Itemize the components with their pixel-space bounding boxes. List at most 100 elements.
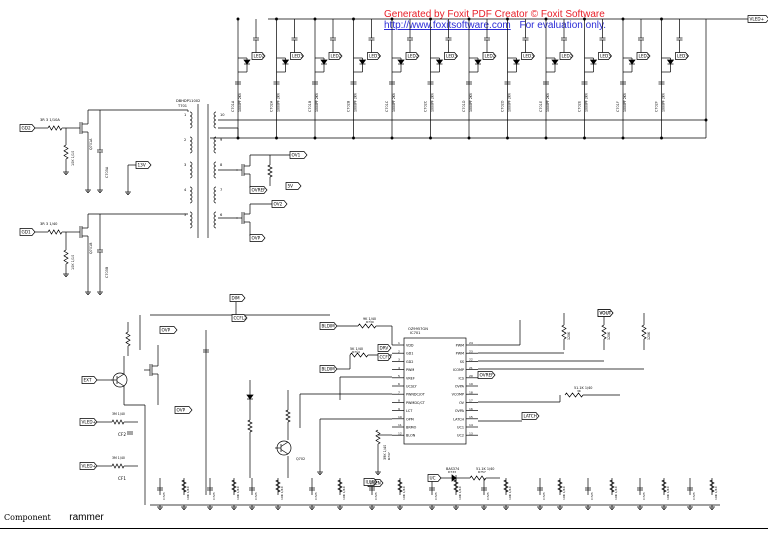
schematic-label: C703B [105,266,109,278]
schematic-label: 10K 1/10 [71,255,75,270]
transformer-coil [189,219,193,225]
junction-dot [313,17,317,21]
schematic-label: 3M 1/40 [112,456,125,460]
schematic-label: LATCH [524,414,537,419]
schematic-label: 39K 1/40 [383,445,387,460]
junction-dot [429,17,432,21]
footer-left-text: Component [4,513,51,522]
junction-dot [506,136,509,140]
schematic-label: T701 [177,104,187,108]
schematic-label: SS [460,360,464,364]
schematic-label: 19 [469,382,473,386]
schematic-label: BRMO [406,426,417,430]
schematic-label: UC [430,476,436,481]
ovp-port [249,234,266,242]
schematic-label: 3 [398,358,400,362]
resistor [503,479,509,493]
schematic-label: LED3 [292,54,303,59]
ccfl2-port [231,314,248,322]
transformer-coil [189,215,193,221]
schematic-label: C725 [542,492,546,500]
transformer-coil [213,194,217,200]
resistor [231,479,237,493]
junction-dot [390,136,394,140]
transformer-coil [213,215,217,221]
ovp2-port [159,326,178,334]
schematic-label: 120K [567,331,571,340]
watermark-line2: http://www.foxitsoftware.com For evaluat… [384,20,606,31]
schematic-label: DIM [232,296,240,301]
diode-icon [281,59,290,65]
schematic-label: C701C [385,100,389,112]
schematic-label: 15 [469,415,473,419]
drv-port-a [377,344,392,352]
resistor [709,479,715,493]
led-port [598,52,612,60]
transistor-icon [116,373,125,379]
resistor [47,229,63,235]
resistor [349,352,369,358]
resistor [357,323,377,329]
schematic-label: OV [459,401,465,405]
junction-dot [429,136,432,140]
schematic-label: 14 [469,423,473,427]
schematic-label: 1000PF 2KV [431,92,435,112]
schematic-label: 10K 1/40 [236,486,240,500]
vled2-port [79,418,98,426]
transformer-coil [189,144,193,150]
watermark-link[interactable]: http://www.foxitsoftware.com [384,20,511,31]
schematic-label: 17 [469,399,473,403]
led-port [290,52,304,60]
schematic-label: C725 [374,492,378,500]
transformer-coil [213,111,217,117]
schematic-label: Q702 [296,457,305,461]
schematic-label: C701A [231,100,235,112]
transformer-coil [189,161,193,167]
schematic-label: LED3 [523,54,534,59]
transformer-coil [189,198,193,204]
resistor [453,479,459,493]
schematic-label: OVP [162,328,171,333]
schematic-label: Q701B [89,242,93,254]
schematic-label: 1000PF 2KV [315,92,319,112]
schematic-label: UC1 [457,426,464,430]
resistor [564,392,584,398]
schematic-label: 10 [398,415,402,419]
schematic-label: C702E [578,101,582,112]
schematic-label: 23 [469,349,473,353]
transformer-coil [189,186,193,192]
transformer-coil [213,165,217,171]
uc-port [427,474,442,482]
schematic-label: 10 [220,113,225,117]
schematic-label: C701D [462,100,466,112]
schematic-label: LED2 [254,54,265,59]
schematic-label: 9K 1/40 [363,317,376,321]
led-port [636,52,651,60]
transformer-coil [213,123,217,129]
ovp3-port [174,406,193,414]
schematic-label: 10K 1/40 [666,486,670,500]
schematic-label: 10K 1/40 [614,486,618,500]
resistor [285,409,291,423]
schematic-label: 1000PF 2KV [392,92,396,112]
schematic-label: C725 [434,492,438,500]
schematic-label: C702B [347,100,351,112]
schematic-label: 120K [607,331,611,340]
transformer-coil [213,140,217,146]
transformer-coil [213,119,217,125]
schematic-label: 7 [398,390,400,394]
diode-icon [320,59,328,65]
footer: Component rammer [4,512,104,523]
schematic-label: 3K [577,389,582,393]
schematic-label: VOUT [600,311,612,316]
junction-dot [544,17,548,21]
diode-icon [589,59,598,65]
transformer-coil [189,136,193,142]
led-port [675,52,689,60]
schematic-label: 1000PF 2KV [623,92,627,112]
schematic-label: OVREF [480,373,495,378]
schematic-label: 1000PF 2KV [585,92,589,112]
schematic-label: C702F [655,101,659,112]
schematic-label: CF1 [118,476,126,481]
resistor [247,419,253,433]
